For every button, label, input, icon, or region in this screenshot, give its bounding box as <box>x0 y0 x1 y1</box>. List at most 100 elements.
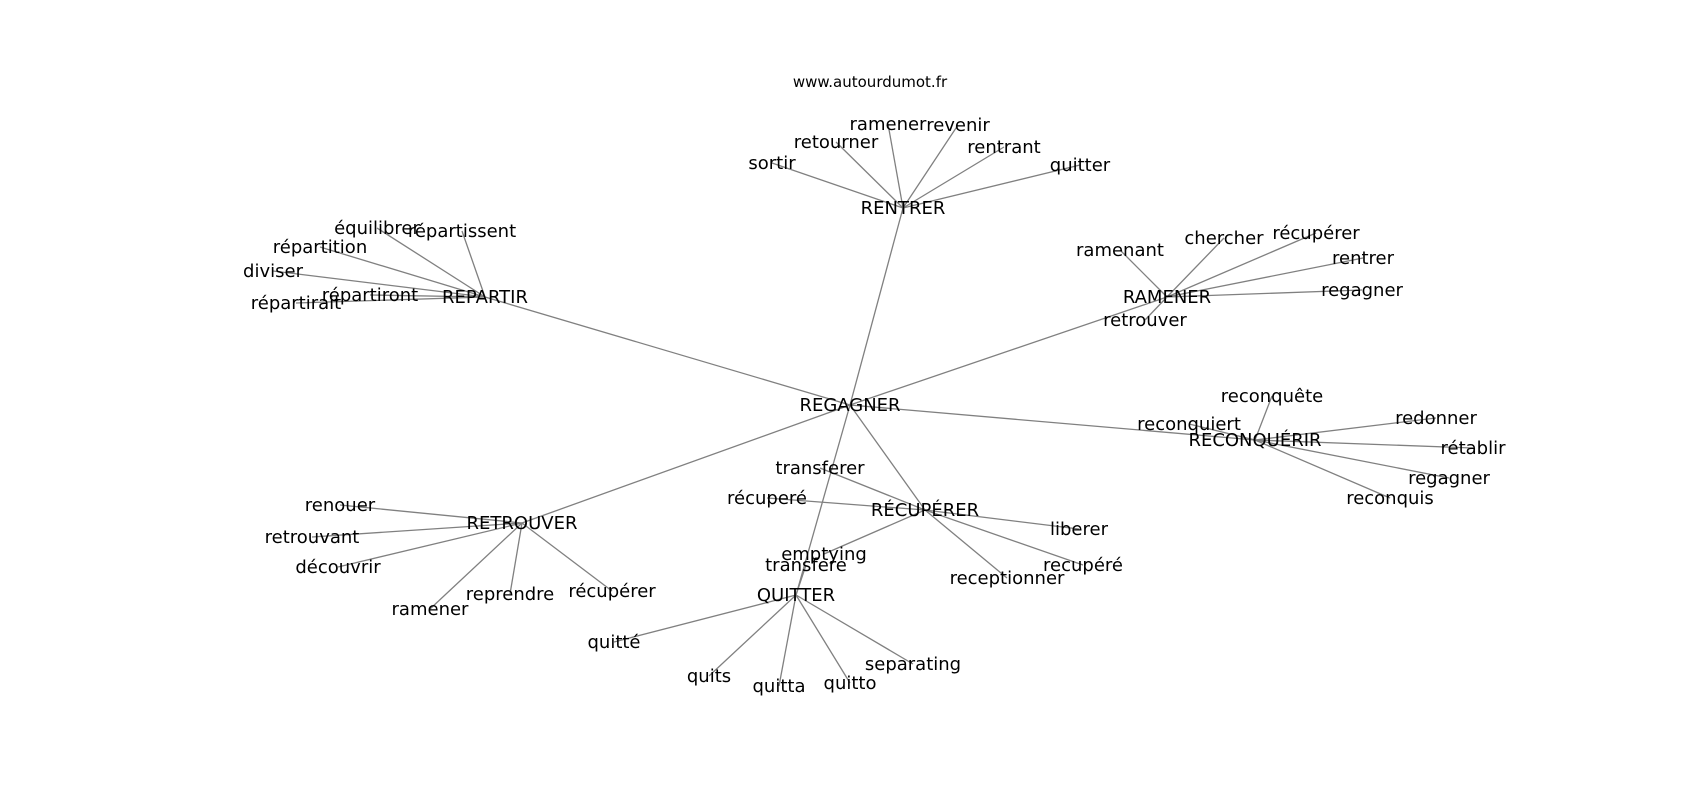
edge-hub-to-word <box>1144 296 1168 321</box>
edge-hub-to-word <box>766 497 926 511</box>
edge-hub-to-word <box>708 594 797 677</box>
word-node-label: sortir <box>748 153 796 174</box>
word-node-label: retrouvant <box>265 527 360 548</box>
edge-hub-to-word <box>295 296 486 304</box>
edge-hub-to-word <box>1166 257 1364 298</box>
edge-hub-to-word <box>1166 232 1317 298</box>
center-node-label: REGAGNER <box>799 395 900 416</box>
edge-hub-to-word <box>1254 417 1437 441</box>
edge-hub-to-word <box>272 270 486 298</box>
edge-hub-to-word <box>1254 439 1450 479</box>
word-node-label: retourner <box>794 132 879 153</box>
word-node-label: rentrant <box>967 137 1040 158</box>
word-node-label: ramener <box>392 599 470 620</box>
word-node-label: répartition <box>273 237 367 258</box>
edge-hub-to-word <box>795 564 807 596</box>
word-node-label: liberer <box>1050 519 1109 540</box>
edge-center-to-hub <box>484 296 851 406</box>
edge-hub-to-word <box>1254 395 1273 441</box>
word-node-label: quits <box>687 666 731 687</box>
word-node-label: chercher <box>1184 228 1264 249</box>
edge-hub-to-word <box>461 230 486 298</box>
edge-hub-to-word <box>613 594 797 643</box>
edge-center-to-hub <box>849 296 1168 406</box>
hub-node-label: QUITTER <box>757 585 835 606</box>
word-node-label: rétablir <box>1441 438 1507 459</box>
word-node-label: diviser <box>243 261 304 282</box>
word-node-label: récupérer <box>568 581 656 602</box>
word-node-label: receptionner <box>950 568 1065 589</box>
edge-hub-to-word <box>429 522 523 610</box>
edge-hub-to-word <box>924 509 1080 530</box>
word-node-label: quitto <box>824 673 877 694</box>
edge-center-to-hub <box>849 404 1256 441</box>
edge-hub-to-word <box>509 522 523 595</box>
word-node-label: recupéré <box>1043 555 1123 576</box>
edge-hub-to-word <box>778 594 797 687</box>
edge-center-to-hub <box>849 207 904 406</box>
word-node-label: quitté <box>587 632 640 653</box>
edge-hub-to-word <box>819 467 926 511</box>
edge-center-to-hub <box>521 404 851 524</box>
word-node-label: répartirait <box>251 293 341 314</box>
edge-hub-to-word <box>1254 439 1391 499</box>
edge-hub-to-word <box>902 124 959 209</box>
edge-hub-to-word <box>521 522 613 592</box>
word-node-label: reconquiert <box>1137 414 1241 435</box>
word-node-label: rentrer <box>1332 248 1395 269</box>
edge-hub-to-word <box>369 294 486 298</box>
word-node-label: revenir <box>926 115 990 136</box>
edge-hub-to-word <box>902 146 1005 209</box>
word-node-label: ramener <box>850 114 928 135</box>
word-node-label: reconquis <box>1346 488 1434 509</box>
word-node-label: regagner <box>1408 468 1490 489</box>
word-node-label: transferer <box>775 458 865 479</box>
word-node-label: récupérer <box>1272 223 1360 244</box>
edge-hub-to-word <box>887 123 904 209</box>
edge-hub-to-word <box>924 509 1008 579</box>
hub-node-label: RAMENER <box>1123 287 1211 308</box>
edge-hub-to-word <box>1254 439 1474 449</box>
word-node-label: découvrir <box>295 557 381 578</box>
word-node-label: retrouver <box>1103 310 1187 331</box>
edge-hub-to-word <box>1119 249 1168 298</box>
edge-hub-to-word <box>339 504 523 524</box>
word-node-label: ramenant <box>1076 240 1164 261</box>
hub-node-label: REPARTIR <box>442 287 528 308</box>
word-node-label: récuperé <box>727 488 807 509</box>
source-title: www.autourdumot.fr <box>793 73 948 91</box>
word-node-label: répartiront <box>322 285 418 306</box>
edge-center-to-hub <box>849 404 926 511</box>
word-node-label: renouer <box>305 495 376 516</box>
edge-hub-to-word <box>795 594 914 665</box>
hub-node-label: RETROUVER <box>467 513 578 534</box>
word-node-label: transfere <box>765 555 847 576</box>
word-node-label: separating <box>865 654 961 675</box>
edge-hub-to-word <box>835 141 904 209</box>
word-node-label: regagner <box>1321 280 1403 301</box>
hub-node-label: RECONQUÉRIR <box>1188 429 1321 451</box>
edge-hub-to-word <box>823 509 926 555</box>
edge-hub-to-word <box>319 246 486 298</box>
word-node-label: reconquête <box>1221 386 1323 407</box>
edge-hub-to-word <box>902 164 1081 209</box>
word-node-label: reprendre <box>466 584 555 605</box>
edge-hub-to-word <box>337 522 523 568</box>
hub-node-label: RENTRER <box>861 198 946 219</box>
graph-edges <box>272 123 1474 687</box>
word-node-label: répartissent <box>408 221 516 242</box>
edge-hub-to-word <box>1188 423 1256 441</box>
hub-node-label: RÉCUPÉRER <box>871 499 979 521</box>
word-node-label: équilibrer <box>334 218 420 239</box>
edge-hub-to-word <box>795 594 851 684</box>
edge-hub-to-word <box>1166 237 1225 298</box>
edge-hub-to-word <box>1166 289 1363 298</box>
edge-hub-to-word <box>924 509 1084 566</box>
word-node-label: quitter <box>1050 155 1111 176</box>
word-node-label: emptying <box>781 544 867 565</box>
word-node-label: redonner <box>1395 408 1477 429</box>
word-node-label: quitta <box>753 676 806 697</box>
edge-hub-to-word <box>311 522 523 538</box>
